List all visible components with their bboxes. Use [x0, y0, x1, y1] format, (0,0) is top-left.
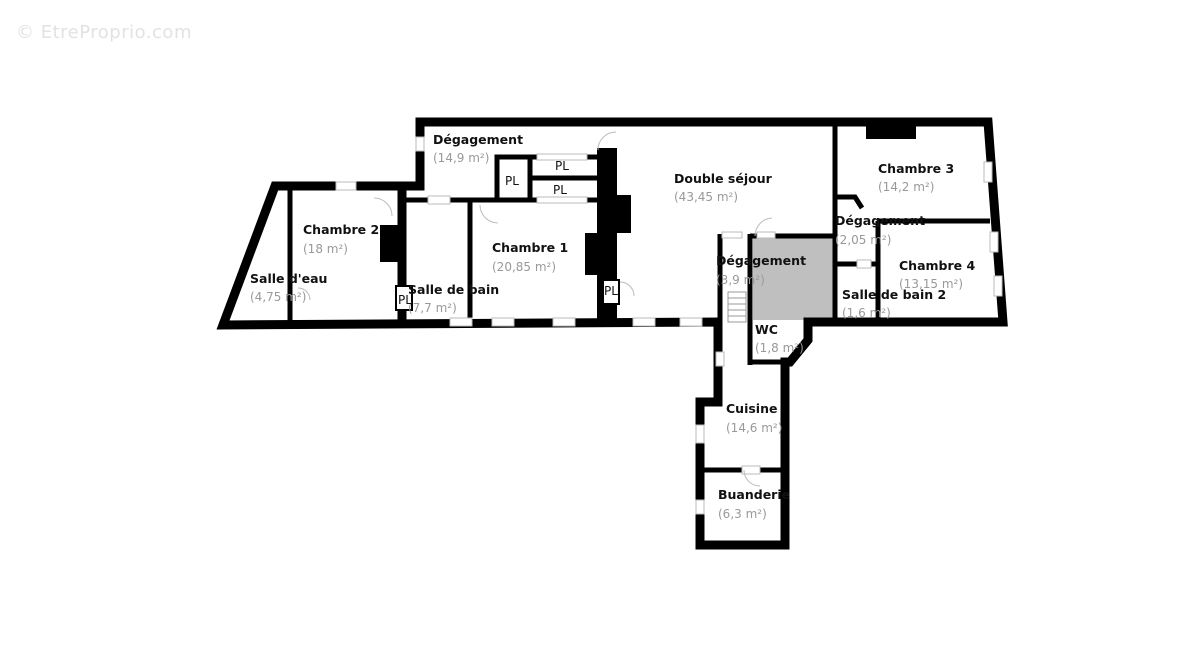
- room-area: (1,6 m²): [842, 306, 891, 320]
- room-name: Salle d'eau: [250, 271, 327, 286]
- room-name: Salle de bain 2: [842, 287, 946, 302]
- room-area: (20,85 m²): [492, 260, 556, 274]
- room-area: (7,7 m²): [408, 301, 457, 315]
- stairs: [727, 291, 747, 323]
- room-area: (14,2 m²): [878, 180, 934, 194]
- windows: [335, 136, 1003, 515]
- room-name: Chambre 2: [303, 222, 379, 237]
- room-area: (14,6 m²): [726, 421, 782, 435]
- room-area: (1,8 m²): [755, 341, 804, 355]
- room-name: Cuisine: [726, 401, 777, 416]
- doors: [297, 131, 773, 487]
- room-name: Salle de bain: [408, 282, 499, 297]
- room-labels: Dégagement (14,9 m²) Double séjour (43,4…: [250, 132, 975, 521]
- closet-label: PL: [555, 159, 569, 173]
- closet-label: PL: [553, 183, 567, 197]
- room-area: (6,3 m²): [718, 507, 767, 521]
- room-area: (43,45 m²): [674, 190, 738, 204]
- room-name: Double séjour: [674, 171, 773, 186]
- shaded-area: [753, 236, 835, 320]
- closet-label: PL: [604, 284, 618, 298]
- room-area: (18 m²): [303, 242, 348, 256]
- room-name: Chambre 3: [878, 161, 954, 176]
- watermark: © EtreProprio.com: [16, 22, 192, 43]
- room-name: Chambre 4: [899, 258, 975, 273]
- room-area: (14,9 m²): [433, 151, 489, 165]
- room-area: (3,9 m²): [716, 273, 765, 287]
- closet-label: PL: [398, 293, 412, 307]
- room-name: Chambre 1: [492, 240, 568, 255]
- room-area: (4,75 m²): [250, 290, 306, 304]
- room-name: WC: [755, 322, 778, 337]
- room-name: Dégagement: [716, 253, 806, 268]
- room-area: (2,05 m²): [835, 233, 891, 247]
- room-name: Dégagement: [835, 213, 925, 228]
- room-name: Dégagement: [433, 132, 523, 147]
- closet-label: PL: [505, 174, 519, 188]
- room-name: Buanderie: [718, 487, 790, 502]
- room-area: (13,15 m²): [899, 277, 963, 291]
